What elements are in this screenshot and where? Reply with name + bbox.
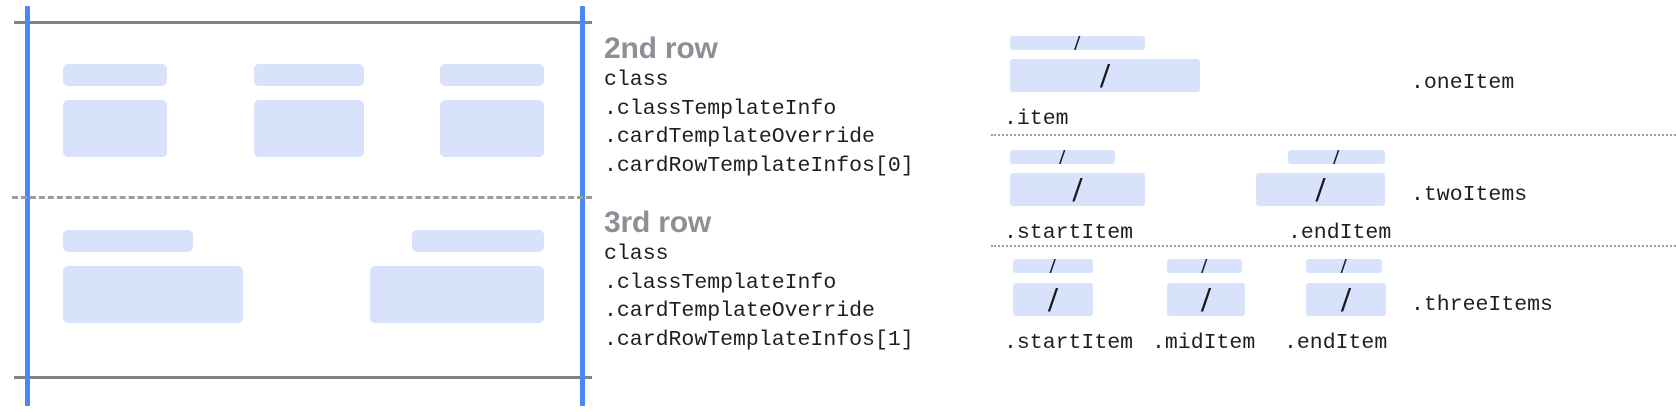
slot-label: .endItem (1284, 331, 1388, 355)
variant-divider-dotted (991, 134, 1676, 136)
cell-label-bar (412, 230, 544, 252)
item-body-chip: / (1306, 283, 1386, 316)
cell-body-box (63, 266, 243, 323)
slot-label: .endItem (1288, 221, 1392, 245)
slash-glyph: / (1315, 173, 1326, 206)
variant-divider-dotted (991, 245, 1676, 247)
row-heading: 2nd row (604, 32, 718, 65)
item-label-chip: / (1013, 259, 1093, 273)
slash-glyph: / (1201, 283, 1211, 316)
right-guide-line (580, 6, 585, 406)
item-body-chip: / (1013, 283, 1093, 316)
cell-body-box (370, 266, 544, 323)
item-label-chip: / (1306, 259, 1382, 273)
code-line: .cardRowTemplateInfos[1] (604, 327, 914, 352)
cell-body-box (254, 100, 364, 157)
item-body-chip: / (1167, 283, 1245, 316)
slash-glyph: / (1333, 150, 1340, 164)
slot-label: .startItem (1004, 221, 1134, 245)
slash-glyph: / (1059, 150, 1066, 164)
code-line: class (604, 68, 669, 92)
slot-label: .startItem (1004, 331, 1134, 355)
top-boundary-rule (14, 21, 592, 24)
bottom-boundary-rule (14, 376, 592, 379)
row-heading: 3rd row (604, 206, 711, 239)
code-line: .classTemplateInfo (604, 270, 837, 295)
slash-glyph: / (1072, 173, 1083, 206)
code-line: .cardTemplateOverride (604, 299, 875, 323)
slash-glyph: / (1049, 259, 1057, 273)
cell-label-bar (440, 64, 544, 86)
slash-glyph: / (1048, 283, 1058, 316)
cell-label-bar (254, 64, 364, 86)
item-label-chip: / (1010, 36, 1145, 50)
item-label-chip: / (1010, 150, 1115, 164)
left-card-preview (0, 0, 600, 412)
code-annotation-2nd-row: 2nd row class .classTemplateInfo .cardTe… (604, 32, 914, 180)
slot-label: .item (1004, 107, 1069, 131)
variant-name-label: .twoItems (1411, 183, 1528, 207)
code-line: .classTemplateInfo (604, 96, 837, 121)
slash-glyph: / (1074, 36, 1081, 50)
code-line: class (604, 242, 669, 266)
item-label-chip: / (1167, 259, 1242, 273)
item-body-chip: / (1010, 59, 1200, 92)
left-guide-line (25, 6, 30, 406)
slot-label: .midItem (1152, 331, 1256, 355)
slash-glyph: / (1340, 259, 1348, 273)
variant-name-label: .oneItem (1411, 71, 1515, 95)
item-body-chip: / (1010, 173, 1145, 206)
cell-body-box (440, 100, 544, 157)
cell-label-bar (63, 230, 193, 252)
cell-label-bar (63, 64, 167, 86)
slash-glyph: / (1100, 59, 1110, 92)
item-body-chip: / (1256, 173, 1385, 206)
variant-name-label: .threeItems (1411, 293, 1553, 317)
code-annotation-3rd-row: 3rd row class .classTemplateInfo .cardTe… (604, 206, 914, 354)
code-line: .cardTemplateOverride (604, 125, 875, 149)
slash-glyph: / (1341, 283, 1351, 316)
slash-glyph: / (1201, 259, 1208, 273)
row-divider-dashed (12, 196, 592, 199)
code-line: .cardRowTemplateInfos[0] (604, 153, 914, 178)
cell-body-box (63, 100, 167, 157)
item-label-chip: / (1288, 150, 1385, 164)
